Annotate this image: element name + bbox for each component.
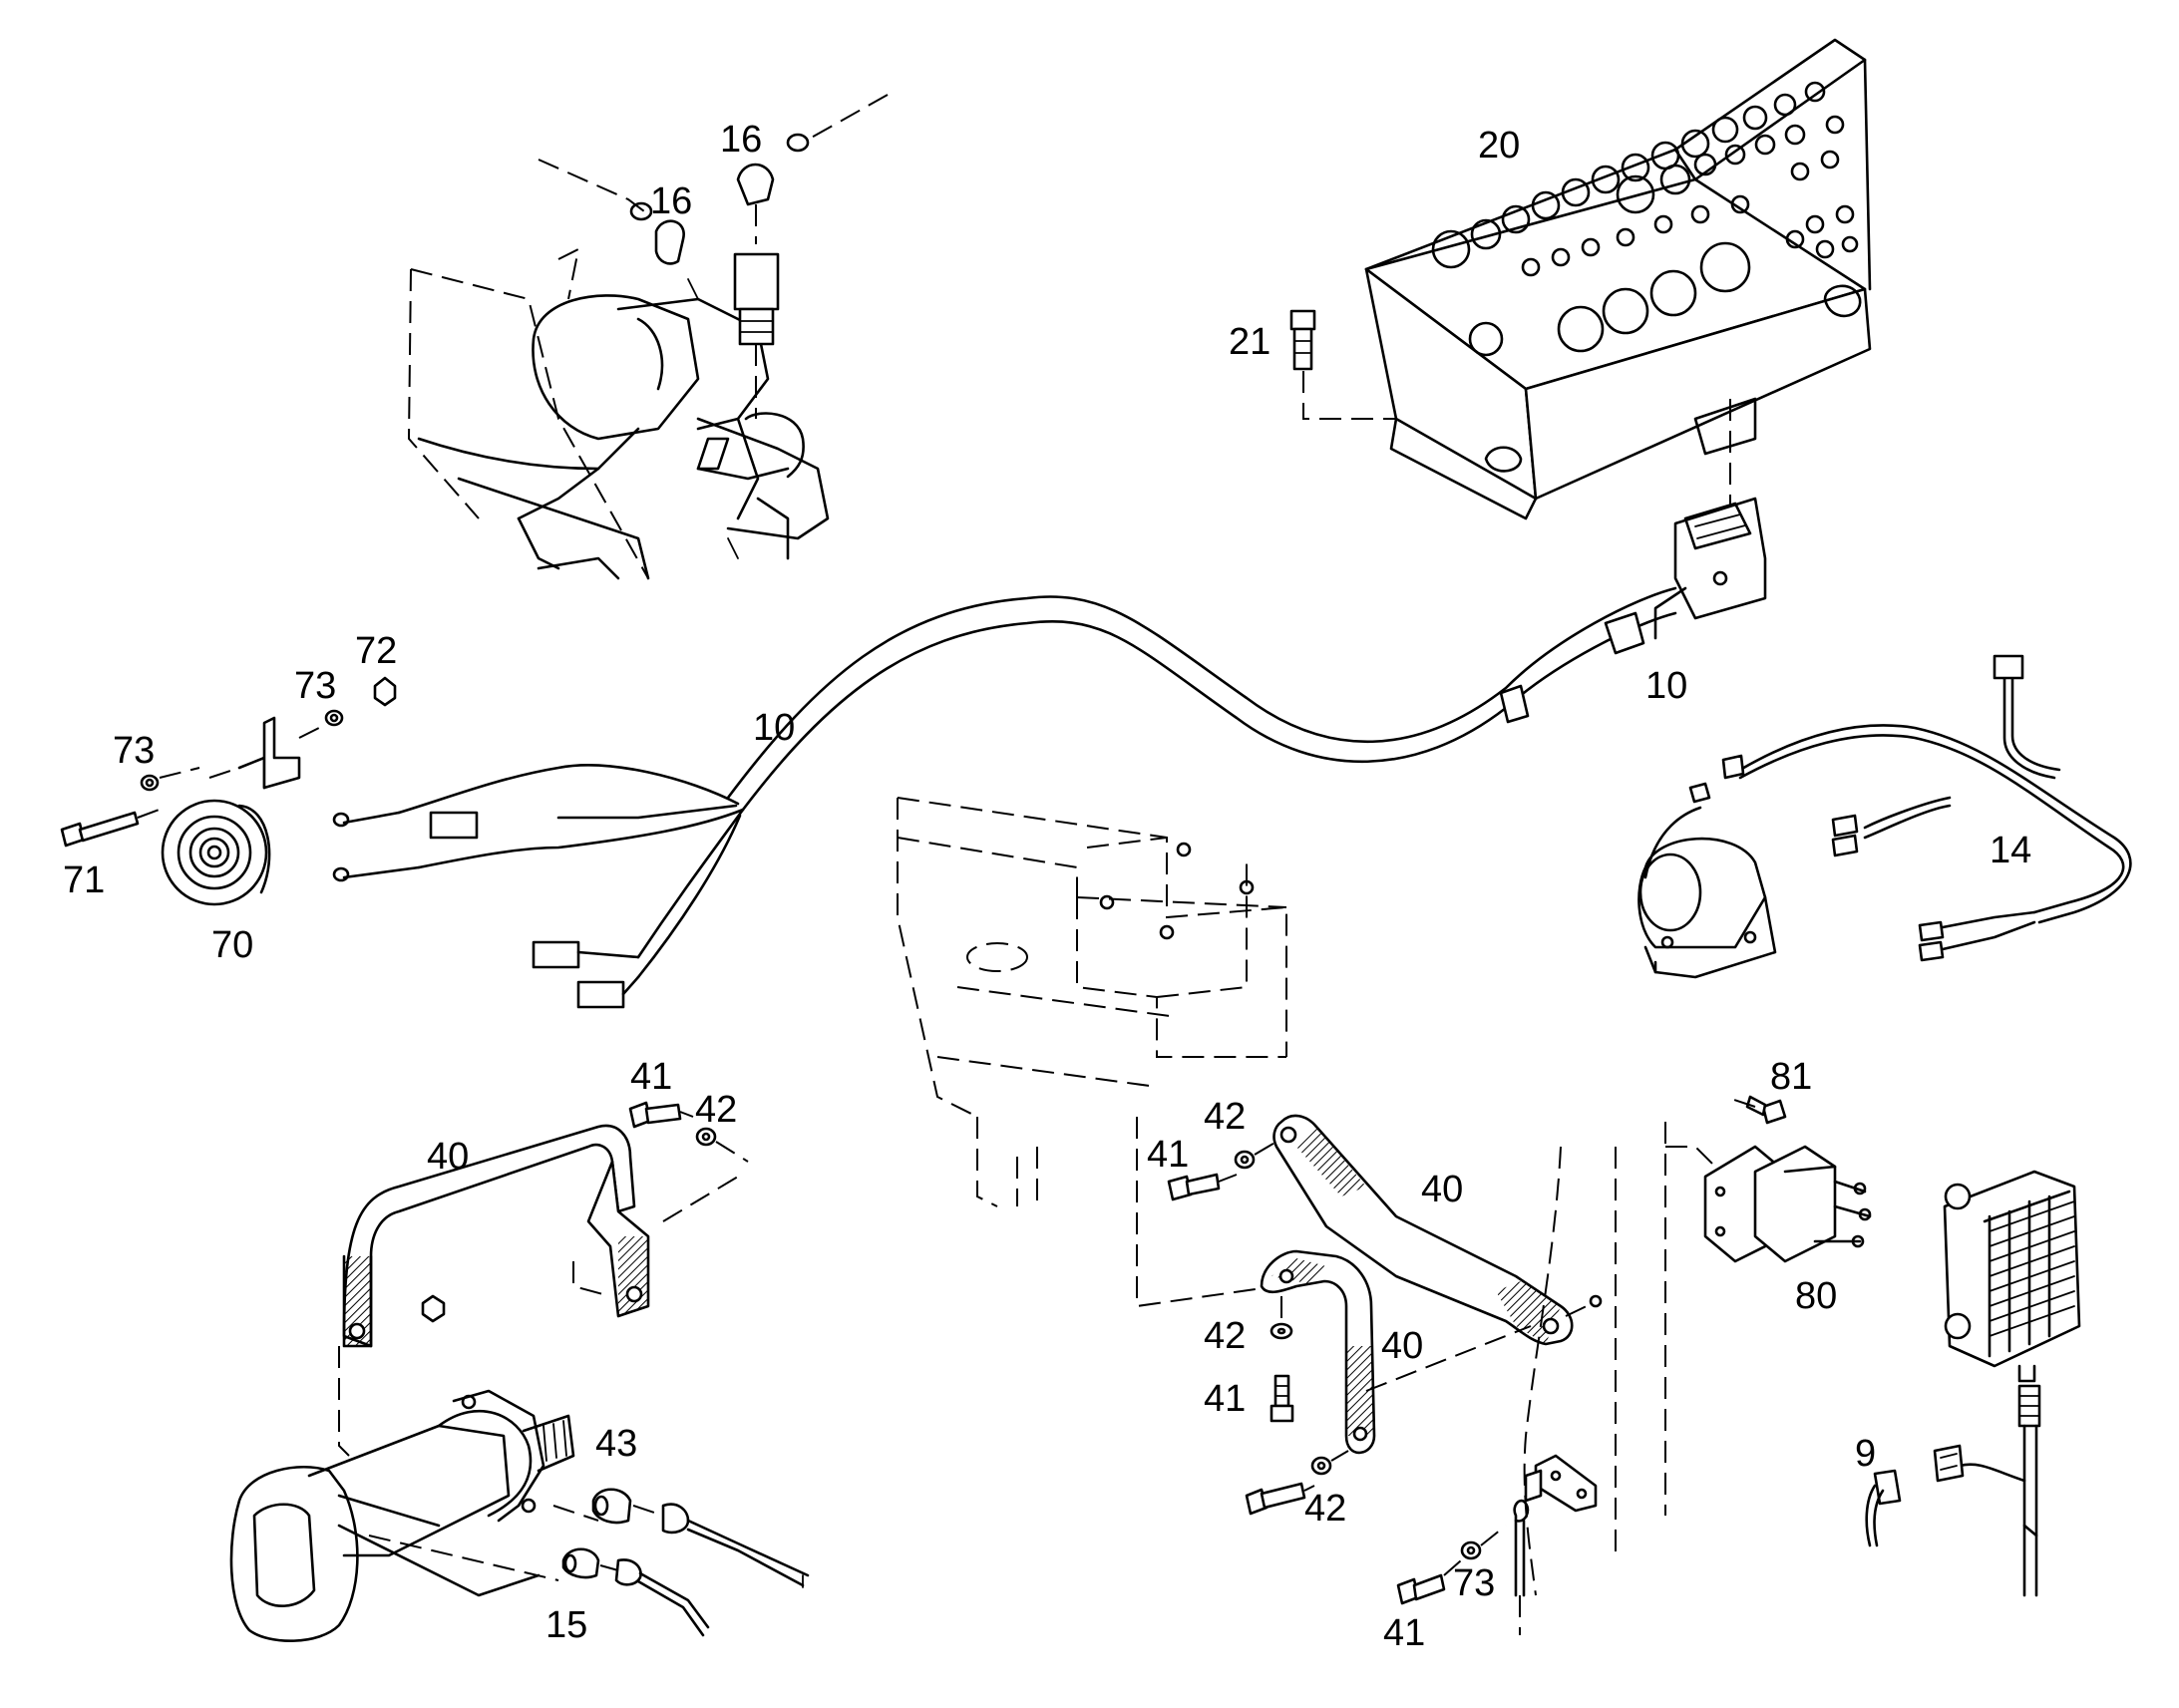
callout-15: 15 — [545, 1604, 587, 1646]
callout-16-left: 16 — [650, 180, 692, 222]
screw-41-vertical — [1270, 1374, 1294, 1423]
callout-70: 70 — [211, 924, 253, 966]
engine-alternator — [407, 247, 830, 580]
terminal-43 — [591, 1488, 810, 1588]
washer-73-bracket — [324, 709, 344, 727]
callout-71: 71 — [63, 859, 105, 901]
callout-21: 21 — [1229, 321, 1271, 363]
fuse-block-9 — [1865, 1170, 2081, 1597]
washer-42-top — [695, 1127, 749, 1163]
callout-42-mid: 42 — [1204, 1096, 1246, 1138]
terminal-15 — [561, 1547, 710, 1637]
callout-72: 72 — [355, 630, 397, 672]
callout-73-ground: 73 — [1453, 1562, 1495, 1604]
callout-73-horn: 73 — [113, 730, 155, 772]
screw-71 — [60, 807, 166, 848]
wiring-harness-10 — [332, 586, 1677, 1009]
screw-21 — [1289, 309, 1396, 420]
callout-42-bottom: 42 — [1304, 1488, 1346, 1530]
nut-72 — [373, 676, 397, 707]
washer-73-horn — [140, 767, 200, 792]
terminal-16-left — [538, 159, 685, 265]
callout-80: 80 — [1795, 1275, 1837, 1317]
callout-41-mid: 41 — [1147, 1134, 1189, 1176]
washer-42-lower — [1270, 1296, 1293, 1340]
bracket-40-long — [1272, 1114, 1603, 1346]
terminal-16-right — [733, 94, 889, 419]
callout-40-long: 40 — [1421, 1169, 1463, 1210]
callout-10-right: 10 — [1645, 665, 1687, 707]
callout-81: 81 — [1770, 1056, 1812, 1098]
callout-labels: 16 16 20 21 10 10 14 72 73 73 71 70 41 4… — [63, 119, 2031, 1654]
washer-42-bottom — [1310, 1450, 1349, 1476]
instrument-panel — [1364, 38, 1872, 520]
connector-10 — [1653, 497, 1767, 640]
callout-16-right: 16 — [720, 119, 762, 161]
callout-41-ground: 41 — [1383, 1612, 1425, 1654]
callout-42-lower: 42 — [1204, 1315, 1246, 1357]
callout-41-vertical: 41 — [1204, 1378, 1246, 1420]
callout-14: 14 — [1990, 830, 2031, 871]
washer-42-mid — [1234, 1141, 1277, 1170]
screw-41-top — [628, 1101, 694, 1129]
ground-strap — [1513, 1146, 1617, 1635]
screw-41-mid — [1167, 1173, 1238, 1201]
callout-40-short: 40 — [1381, 1325, 1423, 1367]
switch-80 — [1664, 1122, 1872, 1516]
callout-73-bracket: 73 — [294, 665, 336, 707]
callout-9: 9 — [1855, 1433, 1876, 1475]
bracket-40-left — [338, 1124, 739, 1457]
wiring-harness-14 — [1721, 654, 2132, 962]
callout-40-left: 40 — [427, 1136, 469, 1178]
callout-42-top: 42 — [695, 1089, 737, 1131]
callout-41-top: 41 — [630, 1056, 672, 1098]
screw-41-ground — [1396, 1573, 1446, 1605]
screw-41-bottom — [1245, 1482, 1315, 1516]
callout-20: 20 — [1478, 125, 1520, 167]
solenoid-14 — [1637, 782, 1777, 979]
bracket-40-short — [1260, 1249, 1532, 1455]
horn-70 — [161, 716, 330, 906]
screw-81 — [1724, 1095, 1787, 1125]
chassis-frame — [897, 797, 1287, 1308]
callout-43: 43 — [595, 1423, 637, 1465]
starter-motor — [229, 1389, 599, 1642]
washer-73-ground — [1443, 1525, 1507, 1576]
callout-10-left: 10 — [753, 707, 795, 749]
